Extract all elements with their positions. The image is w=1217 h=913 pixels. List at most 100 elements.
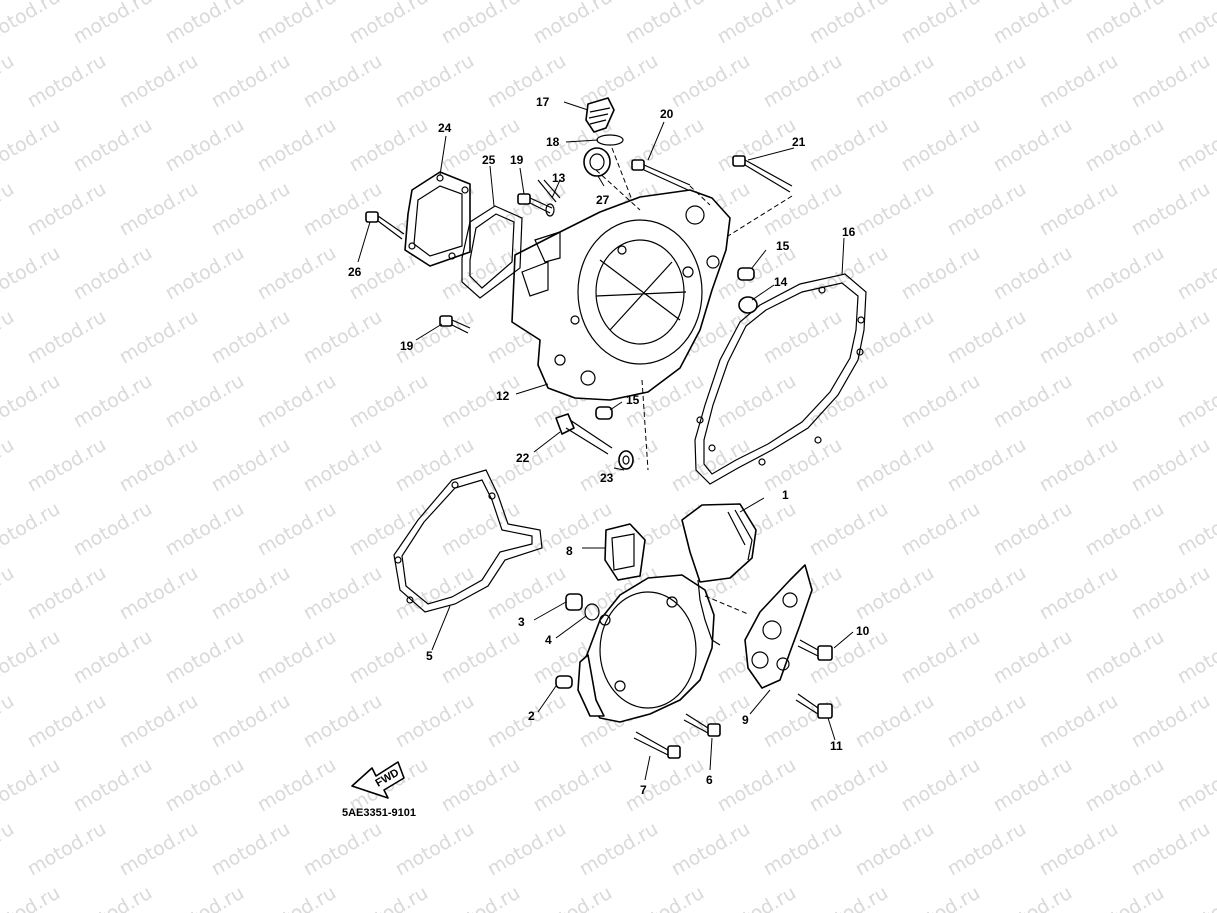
- watermark-text: motod.ru: [70, 882, 156, 913]
- fwd-arrow: FWD: [351, 761, 405, 799]
- watermark-text: motod.ru: [70, 626, 156, 689]
- watermark-text: motod.ru: [162, 626, 248, 689]
- bolt-7: [633, 731, 681, 759]
- callout-19a: 19: [510, 153, 524, 167]
- watermark-text: motod.ru: [806, 882, 892, 913]
- watermark-text: motod.ru: [898, 498, 984, 561]
- watermark-text: motod.ru: [116, 306, 202, 369]
- bolt-10: [797, 639, 833, 661]
- washer-23: [618, 450, 634, 470]
- watermark-text: motod.ru: [24, 434, 110, 497]
- watermark-text: motod.ru: [300, 690, 386, 753]
- bolt-22: [555, 413, 613, 455]
- leader-lines: [357, 101, 854, 781]
- callout-20: 20: [660, 107, 674, 121]
- callout-14: 14: [774, 275, 788, 289]
- watermark-text: motod.ru: [806, 114, 892, 177]
- watermark-text: motod.ru: [806, 754, 892, 817]
- dowel-15a: [737, 267, 755, 281]
- callout-12: 12: [496, 389, 510, 403]
- watermark-text: motod.ru: [1128, 178, 1214, 241]
- watermark-text: motod.ru: [484, 50, 570, 113]
- callout-19b: 19: [400, 339, 414, 353]
- watermark-text: motod.ru: [898, 882, 984, 913]
- watermark-text: motod.ru: [254, 0, 340, 48]
- watermark-text: motod.ru: [70, 114, 156, 177]
- watermark-text: motod.ru: [254, 114, 340, 177]
- watermark-text: motod.ru: [392, 690, 478, 753]
- watermark-text: motod.ru: [990, 114, 1076, 177]
- bolt-21: [732, 155, 793, 193]
- watermark-text: motod.ru: [898, 626, 984, 689]
- watermark-text: motod.ru: [806, 0, 892, 48]
- watermark-text: motod.ru: [116, 562, 202, 625]
- callout-23: 23: [600, 471, 614, 485]
- watermark-text: motod.ru: [1082, 0, 1168, 48]
- watermark-text: motod.ru: [70, 498, 156, 561]
- watermark-text: motod.ru: [760, 818, 846, 881]
- watermark-text: motod.ru: [622, 882, 708, 913]
- watermark-text: motod.ru: [1082, 242, 1168, 305]
- watermark-text: motod.ru: [70, 370, 156, 433]
- pin-13: [537, 179, 561, 217]
- watermark-text: motod.ru: [1174, 498, 1217, 561]
- watermark-text: motod.ru: [1174, 114, 1217, 177]
- watermark-text: motod.ru: [1036, 562, 1122, 625]
- watermark-text: motod.ru: [162, 882, 248, 913]
- watermark-text: motod.ru: [1174, 882, 1217, 913]
- bolt-20: [631, 159, 691, 191]
- watermark-text: motod.ru: [944, 50, 1030, 113]
- watermark-text: motod.ru: [254, 242, 340, 305]
- watermark-text: motod.ru: [208, 434, 294, 497]
- watermark-text: motod.ru: [852, 562, 938, 625]
- dowel-2: [555, 675, 573, 689]
- watermark-text: motod.ru: [1082, 882, 1168, 913]
- watermark-text: motod.ru: [162, 498, 248, 561]
- watermark-text: motod.ru: [208, 562, 294, 625]
- watermark-text: motod.ru: [392, 50, 478, 113]
- watermark-text: motod.ru: [760, 178, 846, 241]
- watermark-text: motod.ru: [944, 562, 1030, 625]
- watermark-text: motod.ru: [1036, 50, 1122, 113]
- callout-11: 11: [830, 739, 843, 753]
- watermark-text: motod.ru: [70, 754, 156, 817]
- watermark-text: motod.ru: [116, 818, 202, 881]
- watermark-text: motod.ru: [898, 0, 984, 48]
- callout-24: 24: [438, 121, 452, 135]
- watermark-text: motod.ru: [530, 882, 616, 913]
- bracket-1: [681, 503, 757, 646]
- watermark-text: motod.ru: [24, 562, 110, 625]
- callout-6: 6: [706, 773, 713, 787]
- callout-5: 5: [426, 649, 433, 663]
- watermark-text: motod.ru: [346, 370, 432, 433]
- callout-26: 26: [348, 265, 362, 279]
- watermark-text: motod.ru: [1036, 178, 1122, 241]
- watermark-text: motod.ru: [484, 562, 570, 625]
- watermark-text: motod.ru: [24, 306, 110, 369]
- watermark-text: motod.ru: [0, 754, 64, 817]
- seal-14: [738, 296, 758, 314]
- diagram-code: 5AE3351-9101: [342, 807, 416, 819]
- watermark-text: motod.ru: [852, 178, 938, 241]
- watermark-text: motod.ru: [760, 50, 846, 113]
- watermark-text: motod.ru: [0, 562, 18, 625]
- callout-22: 22: [516, 451, 530, 465]
- watermark-text: motod.ru: [0, 626, 64, 689]
- watermark-text: motod.ru: [1082, 626, 1168, 689]
- watermark-text: motod.ru: [1174, 370, 1217, 433]
- watermark-text: motod.ru: [990, 626, 1076, 689]
- watermark-text: motod.ru: [622, 754, 708, 817]
- watermark-text: motod.ru: [806, 498, 892, 561]
- watermark-text: motod.ru: [0, 306, 18, 369]
- watermark-text: motod.ru: [1036, 818, 1122, 881]
- plug-3: [565, 593, 583, 611]
- watermark-text: motod.ru: [668, 50, 754, 113]
- watermark-text: motod.ru: [1082, 370, 1168, 433]
- callout-8: 8: [566, 544, 573, 558]
- watermark-text: motod.ru: [162, 754, 248, 817]
- gasket-5: [393, 469, 543, 613]
- callout-25: 25: [482, 153, 496, 167]
- watermark-text: motod.ru: [898, 114, 984, 177]
- watermark-text: motod.ru: [944, 306, 1030, 369]
